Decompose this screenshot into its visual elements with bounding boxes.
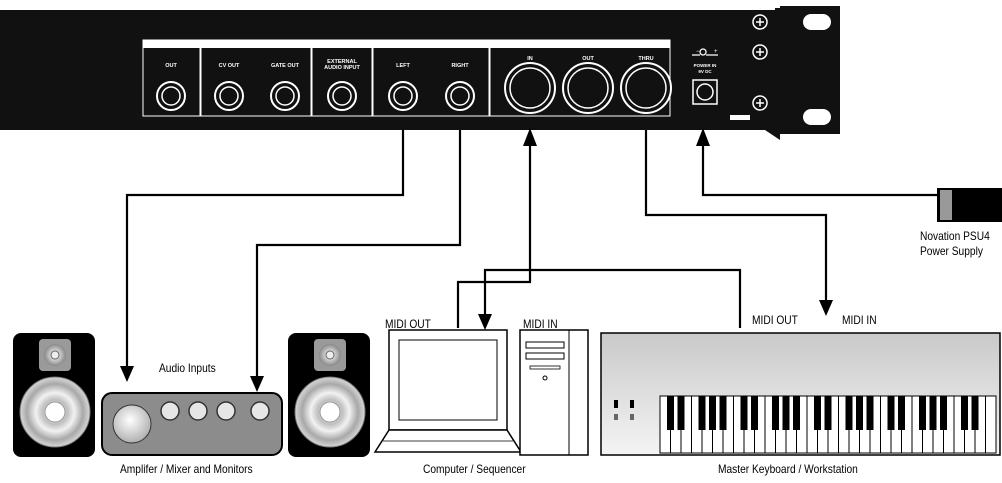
power-supply-icon: [937, 188, 1002, 222]
section-midi: MIDI: [572, 40, 588, 47]
label-midi-out: OUT: [582, 56, 594, 62]
left-output-jack: [388, 81, 418, 111]
keyboard-mod-wheels: [614, 400, 634, 420]
rear-panel: − +: [0, 0, 840, 140]
caption-amplifier: Amplifer / Mixer and Monitors: [120, 462, 253, 476]
label-midi-thru: THRU: [638, 56, 654, 62]
black-key: [866, 396, 874, 430]
svg-text:−: −: [696, 49, 700, 55]
label-external-2: AUDIO INPUT: [324, 65, 360, 71]
amplifier-mixer: [101, 392, 283, 456]
cables: [125, 130, 940, 378]
black-key: [898, 396, 905, 430]
label-external-1: EXTERNAL: [327, 59, 357, 65]
label-computer-midi-out: MIDI OUT: [385, 317, 431, 331]
black-key: [740, 396, 748, 430]
cv-out-jack: [214, 81, 244, 111]
clock-out-jack: [156, 81, 186, 111]
label-keyboard-midi-out: MIDI OUT: [752, 313, 798, 327]
keyboard-keys: [659, 395, 997, 454]
gate-out-jack: [270, 81, 300, 111]
right-monitor-speaker: [288, 333, 370, 457]
midi-thru-port: [620, 62, 672, 114]
black-key: [782, 396, 790, 430]
label-clock-out: OUT: [165, 63, 177, 69]
left-monitor-speaker: [13, 333, 95, 457]
caption-computer: Computer / Sequencer: [423, 462, 526, 476]
svg-text:+: +: [714, 49, 718, 55]
arrowheads: [120, 128, 833, 392]
white-key: [985, 395, 997, 454]
black-key: [667, 396, 674, 430]
label-psu-line1: Novation PSU4: [920, 229, 990, 243]
section-master-output: MASTER OUTPUT: [399, 40, 463, 47]
black-key: [814, 396, 821, 430]
black-key: [698, 396, 706, 430]
label-cv-out: CV OUT: [218, 63, 240, 69]
label-power-in-2: 9V DC: [698, 69, 712, 74]
black-key: [709, 396, 716, 430]
black-key: [677, 396, 685, 430]
black-key: [845, 396, 853, 430]
black-key: [940, 396, 947, 430]
section-cv-gate: CV / GATE: [237, 40, 275, 47]
black-key: [961, 396, 968, 430]
midi-out-port: [562, 62, 614, 114]
label-audio-inputs: Audio Inputs: [159, 361, 216, 375]
section-clock: CLOCK: [158, 40, 185, 47]
black-key: [971, 396, 979, 430]
label-psu-line2: Power Supply: [920, 244, 983, 258]
power-in-socket: − +: [692, 48, 718, 105]
caption-keyboard: Master Keyboard / Workstation: [718, 462, 858, 476]
black-key: [887, 396, 895, 430]
black-key: [772, 396, 779, 430]
black-key: [919, 396, 926, 430]
label-computer-midi-in: MIDI IN: [523, 317, 558, 331]
label-left: LEFT: [396, 63, 410, 69]
computer-laptop: [373, 329, 523, 453]
black-key: [824, 396, 832, 430]
black-key: [929, 396, 937, 430]
label-right: RIGHT: [451, 63, 469, 69]
external-audio-input-jack: [327, 81, 357, 111]
label-midi-in: IN: [527, 56, 533, 62]
black-key: [751, 396, 758, 430]
section-mixer: MIXER: [330, 40, 354, 47]
black-key: [719, 396, 727, 430]
black-key: [856, 396, 863, 430]
label-gate-out: GATE OUT: [270, 63, 299, 69]
label-keyboard-midi-in: MIDI IN: [842, 313, 877, 327]
master-keyboard: [600, 332, 1001, 456]
label-power-in-1: POWER IN: [693, 63, 717, 68]
midi-in-port: [504, 62, 556, 114]
computer-tower: [519, 329, 589, 456]
right-output-jack: [445, 81, 475, 111]
black-key: [793, 396, 800, 430]
